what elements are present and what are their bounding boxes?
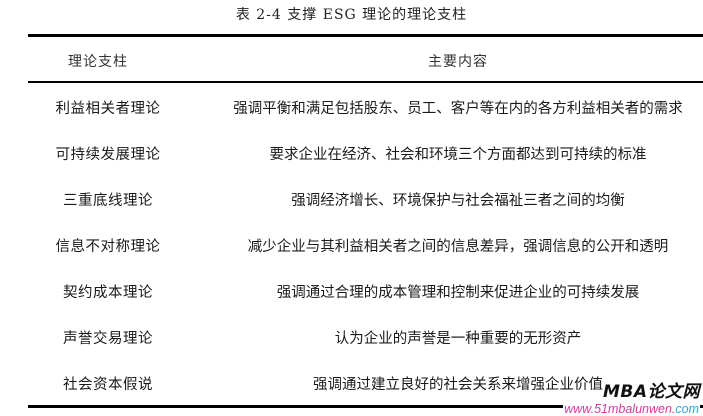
content-cell: 认为企业的声誉是一种重要的无形资产 — [334, 331, 582, 347]
table-body: 利益相关者理论 强调平衡和满足包括股东、员工、客户等在内的各方利益相关者的需求 … — [28, 83, 703, 405]
pillar-cell: 社会资本假说 — [63, 377, 153, 393]
table-row: 声誉交易理论 认为企业的声誉是一种重要的无形资产 — [28, 313, 703, 359]
table-row: 信息不对称理论 减少企业与其利益相关者之间的信息差异，强调信息的公开和透明 — [28, 221, 703, 267]
content-cell: 强调经济增长、环境保护与社会福祉三者之间的均衡 — [291, 193, 625, 209]
table-caption: 表 2-4 支撑 ESG 理论的理论支柱 — [235, 7, 468, 23]
table-row: 可持续发展理论 要求企业在经济、社会和环境三个方面都达到可持续的标准 — [28, 129, 703, 175]
table-row: 社会资本假说 强调通过建立良好的社会关系来增强企业价值 — [28, 359, 703, 405]
pillar-cell: 可持续发展理论 — [55, 147, 161, 163]
table-row: 利益相关者理论 强调平衡和满足包括股东、员工、客户等在内的各方利益相关者的需求 — [28, 83, 703, 129]
header-pillar: 理论支柱 — [68, 54, 128, 70]
bottom-rule — [28, 405, 703, 408]
content-cell: 要求企业在经济、社会和环境三个方面都达到可持续的标准 — [269, 147, 647, 163]
pillar-cell: 信息不对称理论 — [55, 239, 161, 255]
pillar-cell: 声誉交易理论 — [63, 331, 153, 347]
watermark-url-domain: www.51mbalunwen. — [564, 402, 676, 416]
pillar-cell: 三重底线理论 — [63, 193, 153, 209]
table-row: 契约成本理论 强调通过合理的成本管理和控制来促进企业的可持续发展 — [28, 267, 703, 313]
table-header: 理论支柱 主要内容 — [28, 37, 703, 81]
table-row: 三重底线理论 强调经济增长、环境保护与社会福祉三者之间的均衡 — [28, 175, 703, 221]
pillar-cell: 利益相关者理论 — [55, 101, 161, 117]
content-cell: 强调通过建立良好的社会关系来增强企业价值 — [313, 377, 603, 393]
content-cell: 强调平衡和满足包括股东、员工、客户等在内的各方利益相关者的需求 — [233, 101, 683, 117]
header-content: 主要内容 — [428, 54, 488, 70]
watermark: MBA论文网 www.51mbalunwen.com — [563, 384, 700, 416]
content-cell: 减少企业与其利益相关者之间的信息差异，强调信息的公开和透明 — [247, 239, 669, 255]
pillar-cell: 契约成本理论 — [63, 285, 153, 301]
header-rule — [28, 81, 703, 83]
content-cell: 强调通过合理的成本管理和控制来促进企业的可持续发展 — [276, 285, 640, 301]
watermark-url: www.51mbalunwen.com — [563, 403, 700, 416]
watermark-url-tld: com — [675, 402, 699, 416]
watermark-brand: MBA论文网 — [602, 382, 700, 402]
top-rule — [28, 34, 703, 37]
